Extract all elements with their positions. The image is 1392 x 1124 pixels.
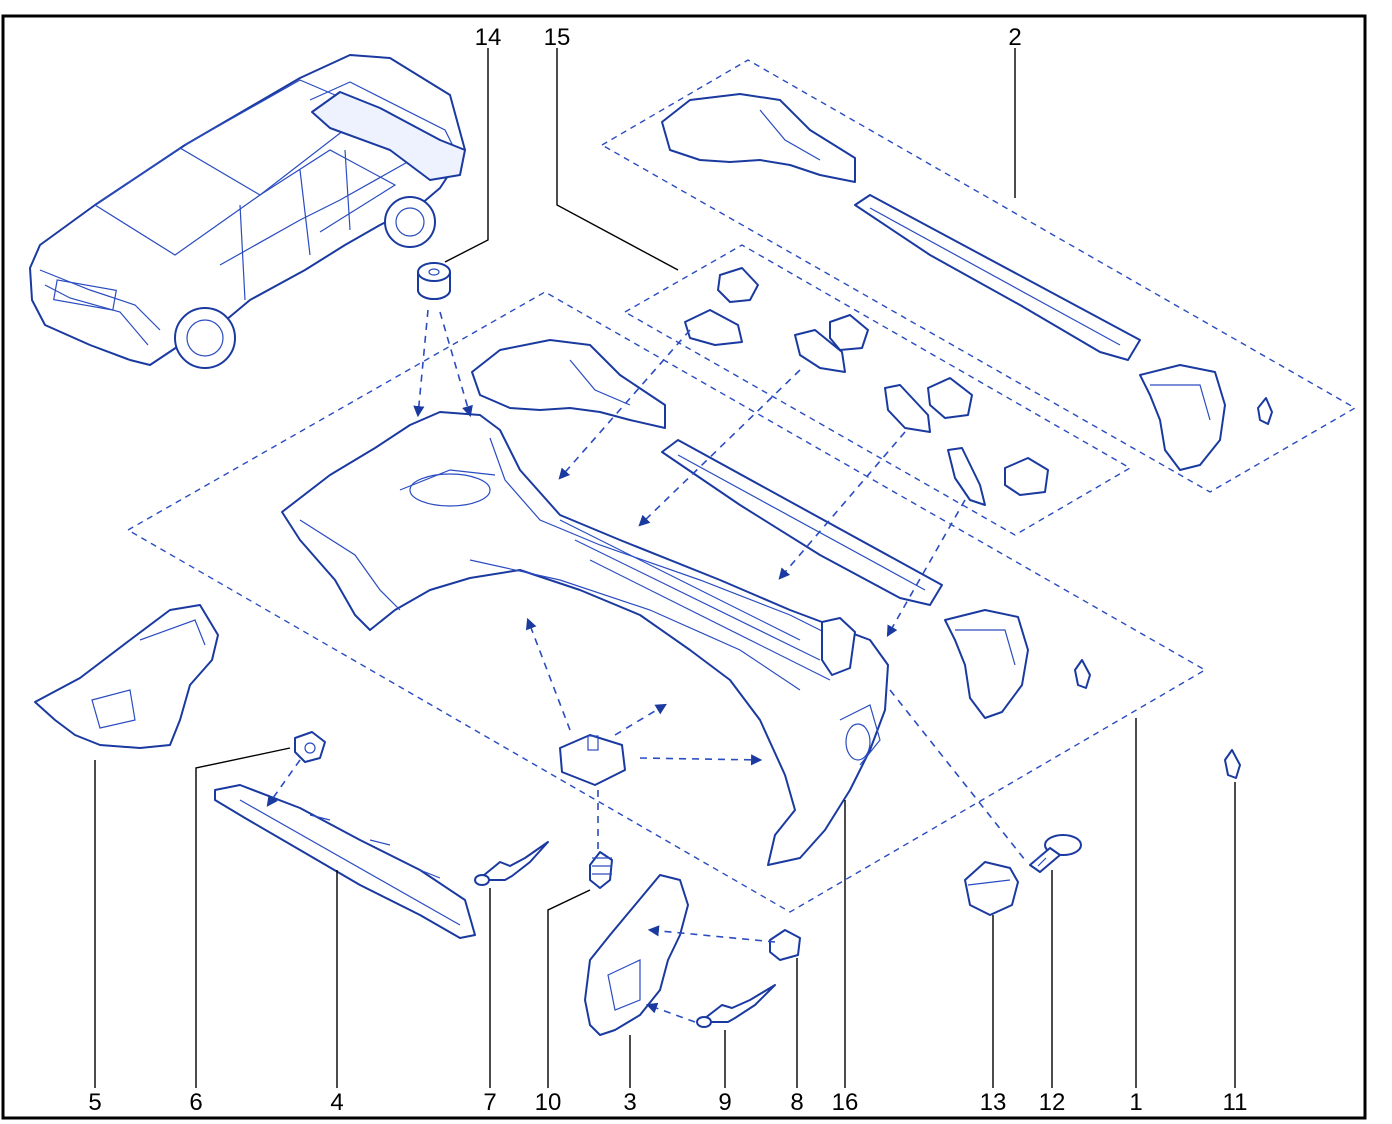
callout-11: 11 (1223, 1089, 1248, 1116)
part-8-clip (769, 929, 801, 961)
part-1-bumper (281, 411, 889, 866)
part-13-clip (964, 861, 1019, 916)
part-3-bracket (584, 874, 689, 1036)
part-10-nut (589, 851, 613, 889)
part-15-brackets (684, 267, 1049, 506)
assembly-arrows (266, 309, 1026, 1023)
leader-lines (94, 48, 1236, 1088)
callout-2: 2 (1008, 24, 1021, 51)
callout-10: 10 (535, 1089, 562, 1116)
callout-16: 16 (832, 1089, 859, 1116)
part-2-group (661, 93, 1273, 471)
callout-9: 9 (718, 1089, 731, 1116)
part-12-screw (1029, 834, 1082, 873)
outline-bracket-group (623, 244, 1132, 536)
callout-labels: 14 15 2 5 6 4 7 10 3 9 8 16 13 12 1 11 (88, 24, 1247, 1116)
callout-5: 5 (88, 1089, 101, 1116)
callout-12: 12 (1039, 1089, 1066, 1116)
outline-bumper-group (126, 291, 1207, 913)
part-16-bracket (821, 617, 856, 676)
callout-4: 4 (330, 1089, 343, 1116)
part-11-clip (1224, 749, 1241, 779)
callout-8: 8 (790, 1089, 803, 1116)
outline-upper-group (600, 59, 1357, 493)
part-5-bracket (34, 604, 219, 749)
callout-1: 1 (1129, 1089, 1142, 1116)
part-7-rivet (474, 841, 549, 886)
car-illustration (29, 54, 466, 369)
diagram-frame (1, 14, 1367, 1120)
assembly-outlines (126, 59, 1357, 913)
part-9-rivet (696, 984, 776, 1028)
callout-6: 6 (189, 1089, 202, 1116)
part-1-upper-pieces (471, 339, 1091, 719)
callout-15: 15 (544, 24, 571, 51)
part-4-bracket (214, 784, 476, 939)
part-10-clip-nut (559, 734, 626, 786)
callout-3: 3 (623, 1089, 636, 1116)
callout-14: 14 (475, 24, 502, 51)
part-14-grommet (417, 262, 451, 300)
part-6-clip (294, 731, 326, 763)
callout-13: 13 (980, 1089, 1007, 1116)
callout-7: 7 (483, 1089, 496, 1116)
